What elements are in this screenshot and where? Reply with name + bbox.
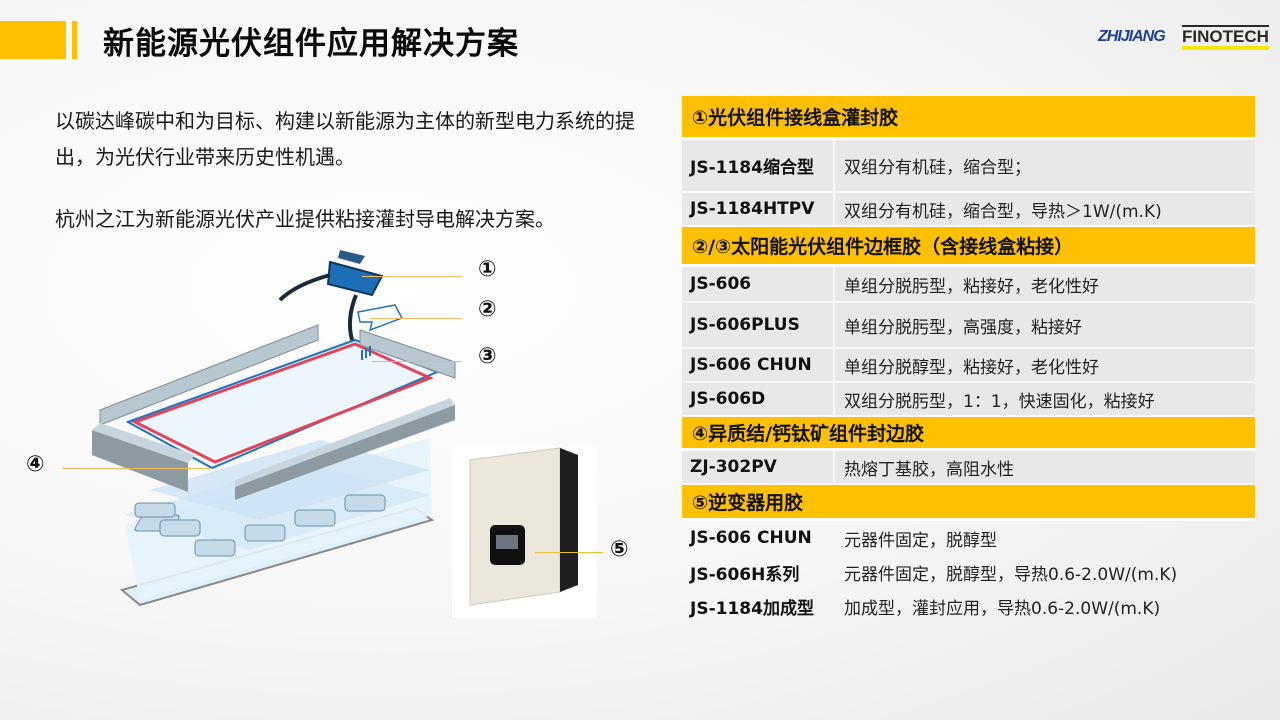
- pv-module-exploded-diagram: ① ② ③ ④ ⑤: [0, 240, 680, 660]
- title-accent-bar: [0, 21, 66, 59]
- table-row: JS-606 CHUN 单组分脱醇型，粘接好，老化性好: [682, 349, 1255, 383]
- table-row: JS-1184HTPV 双组分有机硅，缩合型，导热＞1W/(m.K): [682, 193, 1255, 227]
- product-desc: 元器件固定，脱醇型: [844, 530, 997, 551]
- product-code: ZJ-302PV: [682, 451, 835, 483]
- callout-2: ②: [478, 297, 497, 322]
- leader-line-4: [62, 468, 212, 469]
- product-code: JS-606H系列: [690, 564, 800, 585]
- intro-text: 以碳达峰碳中和为目标、构建以新能源为主体的新型电力系统的提出，为光伏行业带来历史…: [55, 103, 655, 237]
- table-row: ZJ-302PV 热熔丁基胶，高阻水性: [682, 451, 1255, 485]
- table-row: JS-606 单组分脱肟型，粘接好，老化性好: [682, 267, 1255, 303]
- intro-paragraph-2: 杭州之江为新能源光伏产业提供粘接灌封导电解决方案。: [55, 207, 555, 231]
- product-code: JS-606D: [682, 383, 835, 415]
- product-code: JS-1184缩合型: [682, 140, 835, 191]
- product-desc: 双组分有机硅，缩合型，导热＞1W/(m.K): [844, 201, 1162, 222]
- product-desc: 元器件固定，脱醇型，导热0.6-2.0W/(m.K): [844, 564, 1178, 585]
- callout-5: ⑤: [610, 537, 629, 562]
- product-code: JS-606: [682, 267, 835, 301]
- callout-1: ①: [478, 257, 497, 282]
- table-row: JS-606 CHUN 元器件固定，脱醇型: [682, 521, 1255, 555]
- product-desc: 双组分有机硅，缩合型；: [844, 158, 1031, 178]
- section-header-junction-box: ①光伏组件接线盒灌封胶: [682, 96, 1255, 140]
- title-accent-stripe: [72, 21, 77, 59]
- product-code: JS-606 CHUN: [682, 349, 835, 381]
- product-desc: 单组分脱醇型，粘接好，老化性好: [844, 357, 1099, 378]
- leader-line-2: [370, 318, 462, 319]
- finotech-logo: FINOTECH: [1182, 25, 1269, 50]
- zhijiang-logo-text: ZHIJIANG: [1098, 28, 1166, 45]
- table-row: JS-606H系列 元器件固定，脱醇型，导热0.6-2.0W/(m.K): [682, 555, 1255, 589]
- section-header-frame-adhesive: ②/③太阳能光伏组件边框胶（含接线盒粘接）: [682, 227, 1255, 267]
- product-code: JS-606 CHUN: [690, 528, 812, 548]
- zhijiang-logo: ZHIJIANG: [1098, 28, 1166, 46]
- product-code: JS-1184HTPV: [682, 193, 835, 225]
- finotech-logo-text: FINOTECH: [1182, 27, 1269, 46]
- page-title: 新能源光伏组件应用解决方案: [103, 26, 519, 62]
- product-table: ①光伏组件接线盒灌封胶 JS-1184缩合型 双组分有机硅，缩合型； JS-11…: [682, 96, 1255, 623]
- product-desc: 热熔丁基胶，高阻水性: [844, 459, 1014, 480]
- intro-paragraph-1: 以碳达峰碳中和为目标、构建以新能源为主体的新型电力系统的提出，为光伏行业带来历史…: [55, 109, 635, 169]
- table-row: JS-1184加成型 加成型，灌封应用，导热0.6-2.0W/(m.K): [682, 589, 1255, 623]
- leader-line-5: [535, 552, 603, 553]
- product-code: JS-606PLUS: [682, 303, 835, 347]
- leader-line-1: [362, 276, 462, 277]
- section-header-inverter: ⑤逆变器用胶: [682, 485, 1255, 521]
- callout-3: ③: [478, 344, 497, 369]
- table-row: JS-606PLUS 单组分脱肟型，高强度，粘接好: [682, 303, 1255, 349]
- product-desc: 双组分脱肟型，1：1，快速固化，粘接好: [844, 391, 1155, 412]
- leader-line-3: [372, 361, 462, 362]
- table-row: JS-606D 双组分脱肟型，1：1，快速固化，粘接好: [682, 383, 1255, 417]
- pv-module-illustration: [92, 250, 597, 618]
- product-desc: 单组分脱肟型，高强度，粘接好: [844, 317, 1082, 338]
- callout-4: ④: [26, 452, 45, 477]
- section-header-edge-seal: ④异质结/钙钛矿组件封边胶: [682, 417, 1255, 451]
- product-desc: 加成型，灌封应用，导热0.6-2.0W/(m.K): [844, 598, 1161, 619]
- table-row: JS-1184缩合型 双组分有机硅，缩合型；: [682, 140, 1255, 193]
- product-desc: 单组分脱肟型，粘接好，老化性好: [844, 276, 1099, 297]
- product-code: JS-1184加成型: [690, 598, 814, 619]
